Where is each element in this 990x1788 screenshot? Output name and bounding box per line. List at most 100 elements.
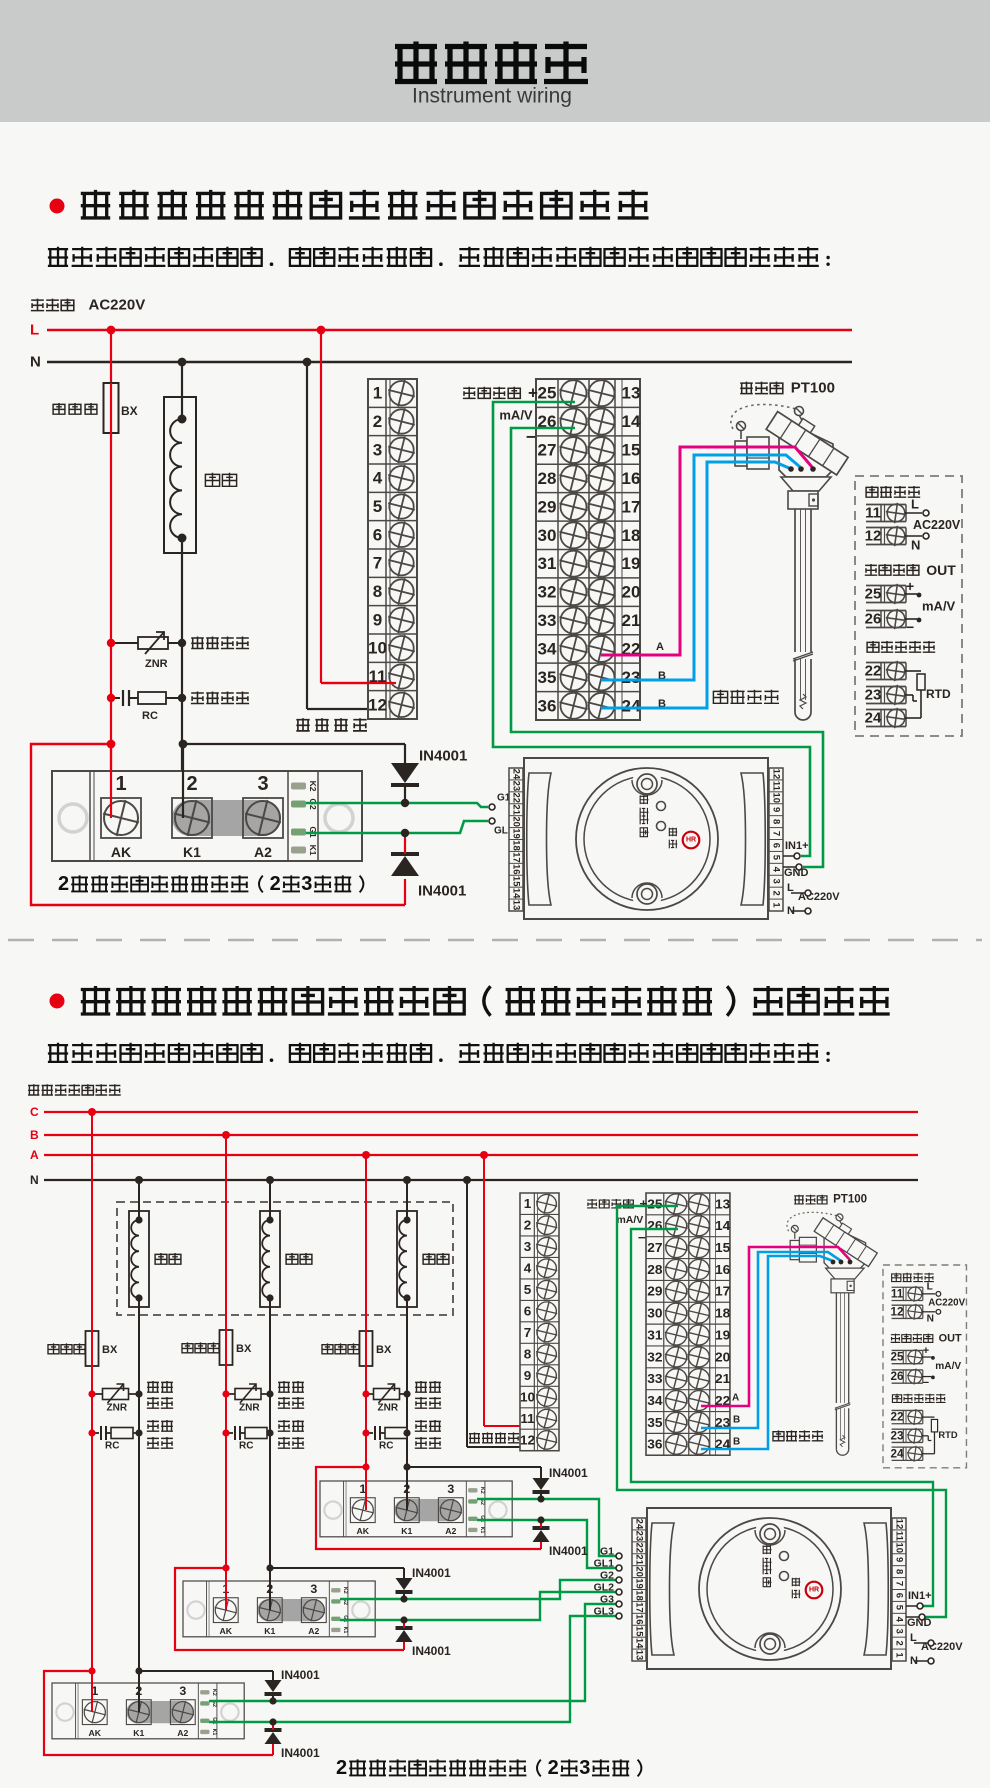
- svg-text:N: N: [927, 1313, 934, 1324]
- svg-text:32: 32: [647, 1350, 662, 1365]
- svg-text:AK: AK: [89, 1728, 102, 1738]
- svg-text:1: 1: [91, 1684, 98, 1698]
- svg-text:19: 19: [715, 1328, 730, 1343]
- svg-text:K1: K1: [183, 844, 201, 860]
- svg-text:+: +: [528, 384, 538, 403]
- svg-text:mA/V: mA/V: [922, 599, 956, 614]
- svg-text:1: 1: [115, 773, 126, 795]
- svg-text:23: 23: [511, 781, 522, 792]
- svg-text:L: L: [910, 1632, 917, 1644]
- svg-text:14: 14: [715, 1218, 731, 1233]
- svg-text:13: 13: [511, 900, 522, 911]
- svg-text:2: 2: [548, 1757, 559, 1779]
- svg-text:7: 7: [894, 1581, 905, 1586]
- svg-text:RTD: RTD: [926, 687, 951, 701]
- svg-text:IN4001: IN4001: [419, 748, 467, 765]
- svg-text:GL1: GL1: [594, 1558, 615, 1570]
- svg-text:25: 25: [891, 1351, 905, 1364]
- svg-text:2: 2: [336, 1757, 347, 1779]
- svg-text:30: 30: [538, 526, 557, 545]
- svg-text:11: 11: [891, 1287, 904, 1300]
- svg-text:IN4001: IN4001: [549, 1544, 588, 1558]
- svg-text:−: −: [526, 428, 536, 447]
- svg-text:29: 29: [647, 1284, 662, 1299]
- svg-text:G2: G2: [211, 1700, 217, 1707]
- svg-text:13: 13: [715, 1197, 730, 1212]
- svg-text:7: 7: [524, 1325, 532, 1340]
- svg-text:11: 11: [771, 781, 782, 792]
- svg-text:A2: A2: [177, 1728, 188, 1738]
- svg-text:1: 1: [524, 1196, 532, 1211]
- svg-text:2: 2: [524, 1218, 532, 1233]
- svg-text:PT100: PT100: [791, 380, 835, 397]
- svg-text:−: −: [906, 619, 914, 635]
- svg-text:19: 19: [511, 828, 522, 839]
- svg-text:18: 18: [622, 526, 641, 545]
- svg-text:mA/V: mA/V: [935, 1361, 961, 1372]
- svg-text:ZNR: ZNR: [378, 1403, 399, 1414]
- svg-text:+: +: [906, 578, 914, 594]
- svg-text:18: 18: [511, 840, 522, 851]
- svg-text:36: 36: [647, 1437, 662, 1452]
- svg-text:36: 36: [538, 696, 557, 715]
- svg-text:AC220V: AC220V: [913, 518, 961, 532]
- svg-text:25: 25: [538, 384, 557, 403]
- svg-text:K2: K2: [342, 1587, 348, 1594]
- svg-text:19: 19: [622, 554, 641, 573]
- svg-text:9: 9: [373, 610, 382, 629]
- svg-text:2: 2: [771, 890, 782, 895]
- svg-text:3: 3: [894, 1629, 905, 1634]
- svg-text:21: 21: [715, 1371, 731, 1386]
- svg-text:mA/V: mA/V: [616, 1215, 643, 1226]
- svg-text:15: 15: [511, 876, 522, 887]
- svg-text:26: 26: [865, 611, 882, 628]
- svg-text:L: L: [787, 882, 794, 894]
- svg-text:21: 21: [634, 1554, 645, 1565]
- svg-text:29: 29: [538, 497, 557, 516]
- svg-text:3: 3: [257, 773, 268, 795]
- svg-text:20: 20: [622, 583, 641, 602]
- svg-text:A: A: [30, 1148, 39, 1162]
- svg-text:IN4001: IN4001: [281, 1668, 320, 1682]
- svg-text:23: 23: [634, 1531, 645, 1542]
- svg-text:HR: HR: [686, 837, 696, 844]
- svg-text:34: 34: [538, 639, 557, 658]
- svg-text:BX: BX: [121, 404, 138, 418]
- svg-text:20: 20: [511, 816, 522, 827]
- svg-text:24: 24: [891, 1447, 905, 1460]
- svg-text:14: 14: [511, 888, 522, 899]
- svg-text:22: 22: [715, 1393, 730, 1408]
- svg-text:8: 8: [894, 1569, 905, 1574]
- svg-text:8: 8: [524, 1347, 532, 1362]
- svg-text:12: 12: [771, 769, 782, 780]
- svg-text:3: 3: [524, 1239, 532, 1254]
- svg-text:11: 11: [894, 1531, 905, 1542]
- svg-text:18: 18: [634, 1590, 645, 1601]
- svg-text:24: 24: [511, 769, 522, 780]
- svg-text:15: 15: [622, 441, 641, 460]
- svg-text:−: −: [638, 1230, 646, 1245]
- svg-text:11: 11: [369, 667, 387, 686]
- svg-text:3: 3: [579, 1757, 590, 1779]
- svg-text:IN1+: IN1+: [785, 840, 809, 852]
- svg-text:27: 27: [538, 441, 557, 460]
- svg-text:30: 30: [647, 1306, 662, 1321]
- svg-text:IN4001: IN4001: [412, 1566, 451, 1580]
- svg-text:11: 11: [865, 505, 881, 522]
- svg-text:3: 3: [447, 1482, 454, 1496]
- svg-text:AC220V: AC220V: [89, 297, 146, 314]
- svg-text:25: 25: [865, 586, 882, 603]
- svg-text:K1: K1: [342, 1627, 348, 1634]
- svg-text:mA/V: mA/V: [499, 408, 533, 423]
- svg-text:5: 5: [524, 1282, 532, 1297]
- svg-text:16: 16: [715, 1262, 730, 1277]
- svg-text:16: 16: [634, 1614, 645, 1625]
- svg-text:BX: BX: [236, 1343, 252, 1355]
- svg-text:23: 23: [622, 668, 641, 687]
- svg-text:35: 35: [538, 668, 557, 687]
- svg-text:GND: GND: [784, 867, 809, 879]
- svg-text:3: 3: [301, 873, 312, 895]
- svg-text:B: B: [658, 670, 666, 682]
- svg-text:K1: K1: [479, 1527, 485, 1534]
- svg-text:IN1+: IN1+: [908, 1590, 932, 1602]
